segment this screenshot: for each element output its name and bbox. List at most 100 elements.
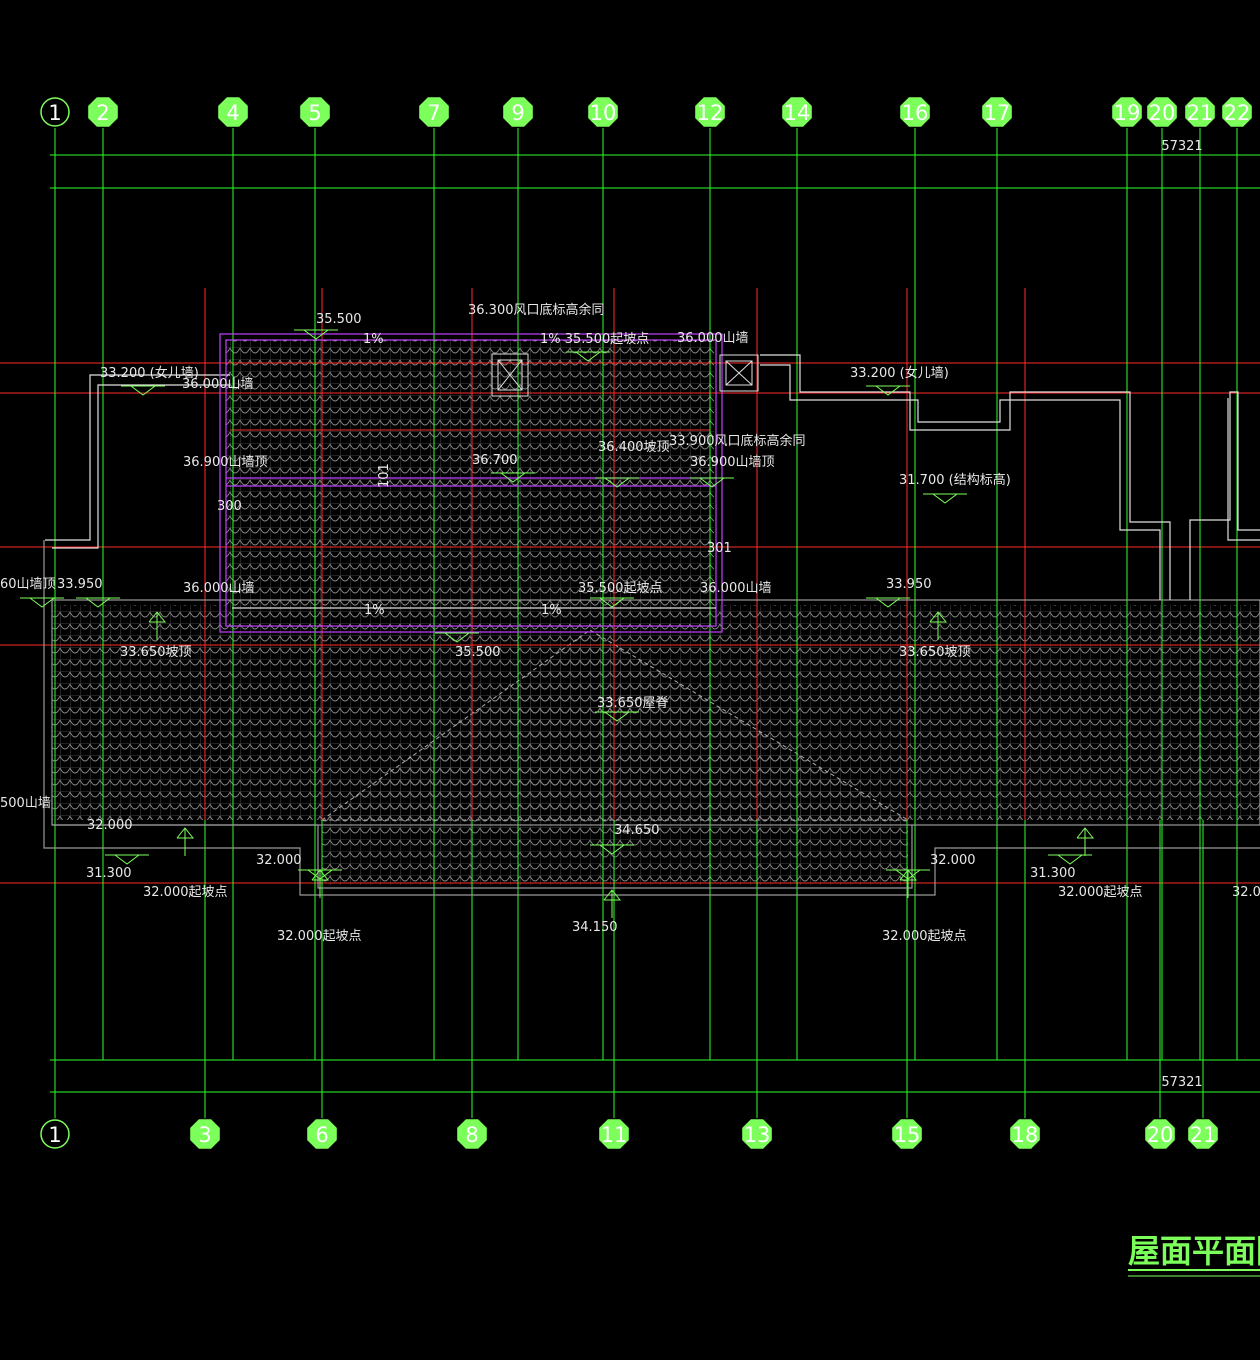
axis-number: 7 [427, 101, 440, 125]
label-gable: 500山墙 [0, 796, 51, 811]
label-elev: 33.950 [886, 577, 932, 592]
label-gable-top: 36.900山墙顶 [690, 455, 775, 470]
elevation-mark [114, 854, 141, 865]
axis-number: 1 [48, 1123, 61, 1147]
label-elev: 32.000 [930, 853, 976, 868]
axis-number: 6 [315, 1123, 328, 1147]
axis-bubble-top-4: 7 [419, 97, 449, 127]
axis-number: 3 [198, 1123, 211, 1147]
label-slope-start: 32.000起坡点 [1058, 885, 1143, 900]
label-gable-top: 36.900山墙顶 [183, 455, 268, 470]
label-slope-start: 35.500起坡点 [578, 581, 663, 596]
axis-number: 20 [1147, 1123, 1174, 1147]
label-parapet: 33.200 (女儿墙) [850, 365, 949, 381]
label-slope-top: 36.400坡顶 [598, 440, 670, 455]
axis-number: 17 [984, 101, 1011, 125]
label-slope: 1% [541, 603, 562, 618]
label-elev: 32.0 [1232, 885, 1260, 900]
axis-number: 22 [1224, 101, 1251, 125]
label-gable: 36.000山墙 [182, 377, 254, 392]
axis-number: 13 [744, 1123, 771, 1147]
label-elev: 35.500 [316, 312, 362, 327]
axis-number: 11 [601, 1123, 628, 1147]
dimension-top: 57321 [1161, 139, 1202, 154]
axis-number: 18 [1012, 1123, 1039, 1147]
axis-number: 2 [96, 101, 109, 125]
axis-bubble-top-7: 12 [695, 97, 725, 127]
axis-bubble-top-2: 4 [218, 97, 248, 127]
label-slope-start: 32.000起坡点 [143, 885, 228, 900]
annotations: 35.500 36.300风口底标高余同 1% 1% 35.500起坡点 36.… [0, 302, 1260, 944]
elevation-marks [20, 329, 1095, 918]
axis-number: 4 [226, 101, 239, 125]
label-gable-top: 60山墙顶 [0, 577, 56, 592]
vent-boxes [491, 353, 759, 397]
building-outline [43, 540, 1260, 896]
axis-number: 15 [894, 1123, 921, 1147]
label-elev: 33.950 [57, 577, 103, 592]
label-elev: 32.000 [87, 818, 133, 833]
label-dim: 301 [707, 541, 732, 556]
label-slope-start: 32.000起坡点 [277, 929, 362, 944]
axis-bubble-top-8: 14 [782, 97, 812, 127]
axis-bubble-top-12: 20 [1147, 97, 1177, 127]
axis-bubble-top-6: 10 [588, 97, 618, 127]
label-slope-top: 33.650坡顶 [120, 645, 192, 660]
axis-bubble-top-1: 2 [88, 97, 118, 127]
label-gable: 36.000山墙 [700, 581, 772, 596]
axis-bubble-bottom-7: 18 [1010, 1119, 1040, 1149]
axis-number: 19 [1114, 101, 1141, 125]
label-slope-top: 33.650坡顶 [899, 645, 971, 660]
axis-bubble-bottom-0: 1 [40, 1119, 70, 1149]
label-vent-note: 33.900风口底标高余同 [669, 433, 806, 449]
label-slope-start: 32.000起坡点 [882, 929, 967, 944]
axis-number: 21 [1190, 1123, 1217, 1147]
axis-bubble-bottom-2: 6 [307, 1119, 337, 1149]
label-dim: 101 [377, 463, 392, 488]
label-slope-start: 1% 35.500起坡点 [540, 332, 649, 347]
axis-bubble-bottom-5: 13 [742, 1119, 772, 1149]
drawing-title-block: 屋面平面图 [1128, 1232, 1260, 1277]
axis-lines [54, 128, 1238, 1118]
label-elev: 34.150 [572, 920, 618, 935]
axis-bubble-top-10: 17 [982, 97, 1012, 127]
label-dim: 300 [217, 499, 242, 514]
label-slope: 1% [363, 332, 384, 347]
axis-number: 1 [48, 101, 61, 125]
axis-number: 21 [1187, 101, 1214, 125]
axis-number: 20 [1149, 101, 1176, 125]
label-elev: 35.500 [455, 645, 501, 660]
elevation-mark [130, 385, 157, 396]
label-gable: 36.000山墙 [677, 331, 749, 346]
axis-number: 12 [697, 101, 724, 125]
elevation-mark [1057, 854, 1084, 865]
drawing-title: 屋面平面图 [1128, 1232, 1260, 1270]
axis-bubble-top-5: 9 [503, 97, 533, 127]
axis-bubble-bottom-6: 15 [892, 1119, 922, 1149]
axis-bubble-bottom-4: 11 [599, 1119, 629, 1149]
label-structure-elev: 31.700 (结构标高) [899, 472, 1011, 488]
label-vent-note: 36.300风口底标高余同 [468, 302, 605, 318]
axis-number: 16 [902, 101, 929, 125]
axis-bubble-bottom-8: 20 [1145, 1119, 1175, 1149]
axis-bubble-top-0: 1 [40, 97, 70, 127]
raised-roof-outline [219, 333, 723, 633]
dimension-bottom: 57321 [1161, 1075, 1202, 1090]
axis-number: 10 [590, 101, 617, 125]
axis-number: 9 [511, 101, 524, 125]
axis-number: 8 [465, 1123, 478, 1147]
axis-bubble-top-3: 5 [300, 97, 330, 127]
elevation-mark [932, 493, 959, 504]
axis-number: 14 [784, 101, 811, 125]
label-elev: 31.300 [86, 866, 132, 881]
label-elev: 34.650 [614, 823, 660, 838]
label-slope: 1% [364, 603, 385, 618]
elevation-mark [875, 385, 902, 396]
label-gable: 36.000山墙 [183, 581, 255, 596]
parapet-walls [45, 354, 1260, 600]
axis-bubble-top-9: 16 [900, 97, 930, 127]
axis-bubble-top-11: 19 [1112, 97, 1142, 127]
